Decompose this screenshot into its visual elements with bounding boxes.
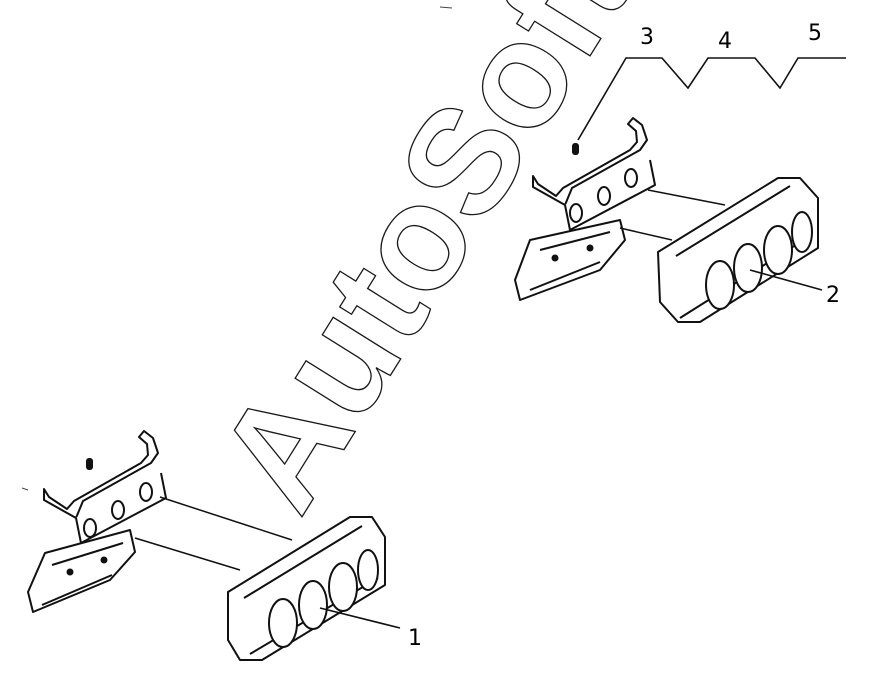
bolt-right: [572, 143, 579, 155]
callout-4: 4: [718, 29, 732, 54]
bracket-assembly-left: [27, 430, 167, 613]
callout-2: 2: [826, 283, 840, 308]
guide-lines-right: [619, 189, 726, 241]
guide-lines-left: [134, 496, 293, 571]
bolt-left: [86, 458, 93, 470]
callout-1: 1: [408, 626, 422, 651]
leader-lines: [319, 57, 846, 629]
stray-marks: [21, 6, 453, 491]
leader-2: [749, 269, 823, 291]
leader-1: [319, 607, 401, 629]
combination-lamp-right: [657, 177, 819, 323]
callout-3: 3: [640, 25, 654, 50]
combination-lamp-left: [227, 516, 386, 661]
callout-5: 5: [808, 21, 822, 46]
leader-3-4-5: [577, 57, 846, 141]
bracket-assembly-right: [514, 117, 656, 301]
